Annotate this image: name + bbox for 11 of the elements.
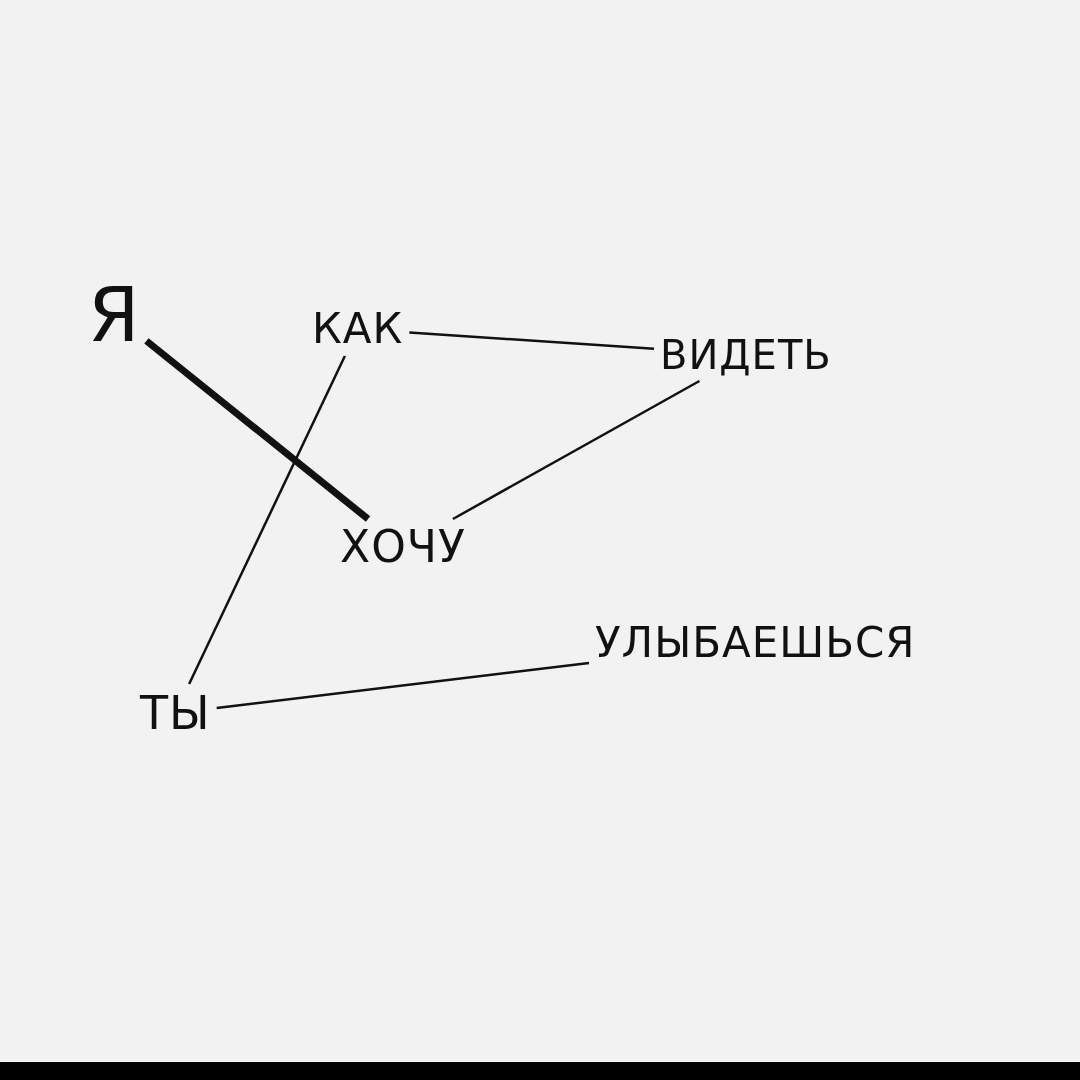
connector-line — [409, 331, 655, 351]
handwritten-word: ВИДЕТЬ — [660, 335, 832, 375]
handwritten-word: УЛЫБАЕШЬСЯ — [595, 622, 916, 664]
connector-line — [216, 661, 590, 710]
handwritten-word: КАК — [312, 308, 404, 350]
handwritten-word: ТЫ — [140, 690, 211, 736]
connector-line — [452, 379, 701, 521]
handwritten-word: Я — [88, 278, 141, 352]
handwritten-word: ХОЧУ — [340, 525, 466, 569]
connector-line — [188, 355, 346, 685]
connector-line — [144, 338, 371, 522]
